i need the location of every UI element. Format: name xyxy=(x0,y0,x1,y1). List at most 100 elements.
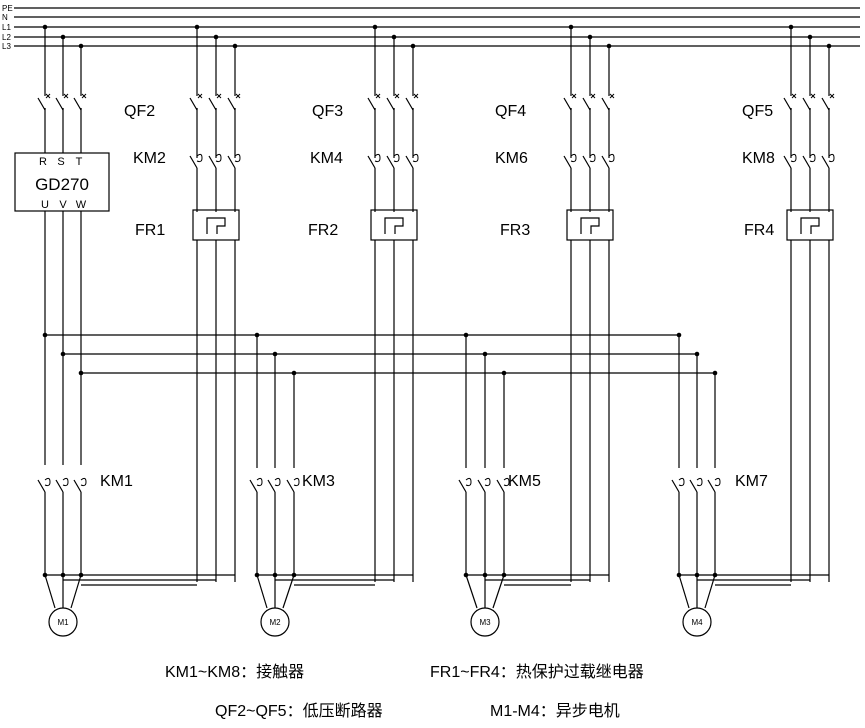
contactor-km5-hook-1 xyxy=(465,477,472,487)
motor-m4-label: M4 xyxy=(691,618,703,627)
breaker-qf3-x2-3 xyxy=(413,93,419,99)
contactor-km1-hook-2 xyxy=(62,477,69,487)
motor-lead-2-1 xyxy=(256,574,268,609)
relay-label-fr2: FR2 xyxy=(308,222,338,239)
breaker-qf3-blade-2 xyxy=(386,97,395,111)
relay-label-fr3: FR3 xyxy=(500,222,530,239)
contactor-km2-hook-1 xyxy=(196,153,203,163)
breaker-qf5-x2-1 xyxy=(791,93,797,99)
legend-fr: FR1~FR4：热保护过载继电器 xyxy=(430,664,644,681)
bus-label-n: N xyxy=(2,13,8,22)
contactor-km2-blade-1 xyxy=(189,155,198,169)
breaker-qf4-x2-2 xyxy=(590,93,596,99)
breaker-qf4-blade-3 xyxy=(601,97,610,111)
motor-lead-2-3 xyxy=(282,574,295,609)
contactor-km1-hook-1 xyxy=(44,477,51,487)
breaker-qf5-x2-2 xyxy=(810,93,816,99)
relay-label-fr1: FR1 xyxy=(135,222,165,239)
relay-fr2-element xyxy=(384,217,404,234)
breaker-qf2-x2-1 xyxy=(197,93,203,99)
breaker-label-qf4: QF4 xyxy=(495,103,526,120)
contactor-km4-blade-1 xyxy=(367,155,376,169)
contactor-km1-hook-3 xyxy=(80,477,87,487)
breaker-label-qf5: QF5 xyxy=(742,103,773,120)
relay-fr4-box xyxy=(786,209,834,241)
contactor-km5-blade-3 xyxy=(496,479,505,493)
contactor-km2-blade-3 xyxy=(227,155,236,169)
contactor-km7-hook-2 xyxy=(696,477,703,487)
contactor-label-km3: KM3 xyxy=(302,473,335,490)
contactor-km1-blade-3 xyxy=(73,479,82,493)
breaker-qf5-blade-3 xyxy=(821,97,830,111)
contactor-km4-hook-2 xyxy=(393,153,400,163)
vfd-input-r: R xyxy=(39,156,47,168)
breaker-qf2-blade-2 xyxy=(208,97,217,111)
contactor-km5-hook-3 xyxy=(503,477,510,487)
contactor-km2-hook-2 xyxy=(215,153,222,163)
contactor-km5-hook-2 xyxy=(484,477,491,487)
contactor-km8-blade-1 xyxy=(783,155,792,169)
contactor-km6-blade-2 xyxy=(582,155,591,169)
vfd-output-v: V xyxy=(59,199,67,211)
relay-fr1-box xyxy=(192,209,240,241)
contactor-km8-hook-1 xyxy=(790,153,797,163)
breaker-main-x2-1 xyxy=(45,93,51,99)
contactor-km6-hook-3 xyxy=(608,153,615,163)
motor-m3-circle xyxy=(470,607,500,637)
contactor-km3-hook-3 xyxy=(293,477,300,487)
bus-label-l2: L2 xyxy=(2,33,11,42)
breaker-main-x2-2 xyxy=(63,93,69,99)
contactor-km6-blade-3 xyxy=(601,155,610,169)
contactor-label-km4: KM4 xyxy=(310,150,343,167)
bus-label-l3: L3 xyxy=(2,42,11,51)
motor-m2-circle xyxy=(260,607,290,637)
motor-lead-4-3 xyxy=(704,574,716,609)
contactor-km3-blade-3 xyxy=(286,479,295,493)
breaker-qf4-x2-1 xyxy=(571,93,577,99)
relay-fr4-element xyxy=(800,217,820,234)
legend-m: M1-M4：异步电机 xyxy=(490,703,620,720)
contactor-km8-hook-2 xyxy=(809,153,816,163)
breaker-label-qf3: QF3 xyxy=(312,103,343,120)
breaker-main-blade-2 xyxy=(55,97,64,111)
contactor-km8-hook-3 xyxy=(828,153,835,163)
contactor-km7-blade-3 xyxy=(707,479,716,493)
contactor-km7-hook-1 xyxy=(678,477,685,487)
contactor-km2-hook-3 xyxy=(234,153,241,163)
contactor-km6-blade-1 xyxy=(563,155,572,169)
breaker-qf5-blade-1 xyxy=(783,97,792,111)
contactor-km7-hook-3 xyxy=(714,477,721,487)
relay-label-fr4: FR4 xyxy=(744,222,774,239)
motor-m1-label: M1 xyxy=(57,618,69,627)
motor-lead-1-3 xyxy=(70,574,82,609)
contactor-km8-blade-3 xyxy=(821,155,830,169)
contactor-label-km1: KM1 xyxy=(100,473,133,490)
breaker-qf2-blade-3 xyxy=(227,97,236,111)
contactor-label-km7: KM7 xyxy=(735,473,768,490)
contactor-km5-blade-2 xyxy=(477,479,486,493)
relay-fr2-box xyxy=(370,209,418,241)
motor-lead-1-1 xyxy=(44,574,56,609)
vfd-output-u: U xyxy=(41,199,49,211)
contactor-km7-blade-1 xyxy=(671,479,680,493)
breaker-qf5-blade-2 xyxy=(802,97,811,111)
contactor-km7-blade-2 xyxy=(689,479,698,493)
contactor-km6-hook-2 xyxy=(589,153,596,163)
vfd-input-t: T xyxy=(76,156,83,168)
breaker-main-blade-3 xyxy=(73,97,82,111)
motor-lead-4-1 xyxy=(678,574,690,609)
contactor-km4-blade-3 xyxy=(405,155,414,169)
motor-m1-circle xyxy=(48,607,78,637)
relay-fr1-element xyxy=(206,217,226,234)
contactor-km4-hook-1 xyxy=(374,153,381,163)
legend-km: KM1~KM8：接触器 xyxy=(165,664,305,681)
contactor-km8-blade-2 xyxy=(802,155,811,169)
motor-m3-label: M3 xyxy=(479,618,491,627)
vfd-box xyxy=(14,152,110,212)
motor-m2-label: M2 xyxy=(269,618,281,627)
contactor-label-km8: KM8 xyxy=(742,150,775,167)
contactor-km6-hook-1 xyxy=(570,153,577,163)
breaker-qf2-x2-2 xyxy=(216,93,222,99)
contactor-km2-blade-2 xyxy=(208,155,217,169)
